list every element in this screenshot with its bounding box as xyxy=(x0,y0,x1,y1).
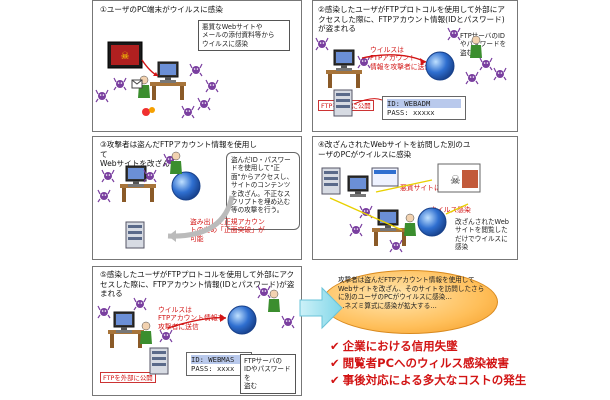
step-4-title: ④改ざんされたWebサイトを訪問した別のユーザのPCがウイルスに感染 xyxy=(318,140,471,159)
step-2-title: ②感染したユーザがFTPプロトコルを使用して外部にアクセスした際に、FTPアカウ… xyxy=(318,5,505,33)
summary-ellipse-text: 攻撃者は盗んだFTPアカウント情報を使用してWebサイトを改ざん、そのサイトを訪… xyxy=(338,276,485,310)
step-2-account-box: ID: WEBADM PASS: xxxxx xyxy=(382,96,466,120)
step-3-callout: 盗んだID・パスワードを使用して"正面"からアクセスし、サイトのコンテンツを改ざ… xyxy=(226,152,300,230)
step-1-title: ①ユーザのPC端末がウイルスに感染 xyxy=(100,5,223,14)
step-5-title: ⑤感染したユーザがFTPプロトコルを使用して外部にアクセスした際に、FTPアカウ… xyxy=(100,270,295,298)
step-5-pass: PASS: xxxx xyxy=(191,364,235,373)
step-5-thief-note: FTPサーバの IDやパスワードを 盗む xyxy=(240,354,296,394)
step-4-note: 改ざんされたWebサイトを閲覧しただけでウイルスに感染 xyxy=(455,218,513,252)
check-icon: ✔ xyxy=(330,356,340,370)
step-2-thief-note: FTPサーバのID やパスワードを 盗む xyxy=(460,32,512,58)
check-icon: ✔ xyxy=(330,339,340,353)
result-1-text: 企業における信用失墜 xyxy=(342,339,458,353)
result-2: ✔閲覧者PCへのウィルス感染被害 xyxy=(330,355,509,371)
step-1-note: 悪質なWebサイトや メールの添付資料等から ウイルスに感染 xyxy=(198,20,290,52)
step-3-title: ③攻撃者は盗んだFTPアカウント情報を使用して Webサイトを改ざん xyxy=(100,140,257,168)
step-2-pass: PASS: xxxxx xyxy=(387,108,435,117)
step-2-ftp-label: FTPを外部に公開 xyxy=(318,100,374,111)
step-4-malicious-label: 悪質サイトに誘導 xyxy=(400,184,455,192)
step-2-virus-label: ウイルスは FTPアカウント 情報を攻撃者に送信 xyxy=(370,46,432,71)
result-2-text: 閲覧者PCへのウィルス感染被害 xyxy=(342,356,510,370)
step-4-virus-label: ウイルス感染 xyxy=(430,206,471,214)
check-icon: ✔ xyxy=(330,373,340,387)
result-3-text: 事後対応による多大なコストの発生 xyxy=(342,373,527,387)
step-5-id: ID: WEBMAS xyxy=(191,355,247,364)
step-3-red-text: 盗み出した正規アカウントのため「正面突破」が可能 xyxy=(190,218,265,243)
step-5-virus-label: ウイルスは FTPアカウント情報を 攻撃者に送信 xyxy=(158,306,225,331)
step-5-ftp-label: FTPを外部に公開 xyxy=(100,372,156,383)
result-3: ✔事後対応による多大なコストの発生 xyxy=(330,372,526,388)
step-2-id: ID: WEBADM xyxy=(387,99,461,108)
result-1: ✔企業における信用失墜 xyxy=(330,338,458,354)
